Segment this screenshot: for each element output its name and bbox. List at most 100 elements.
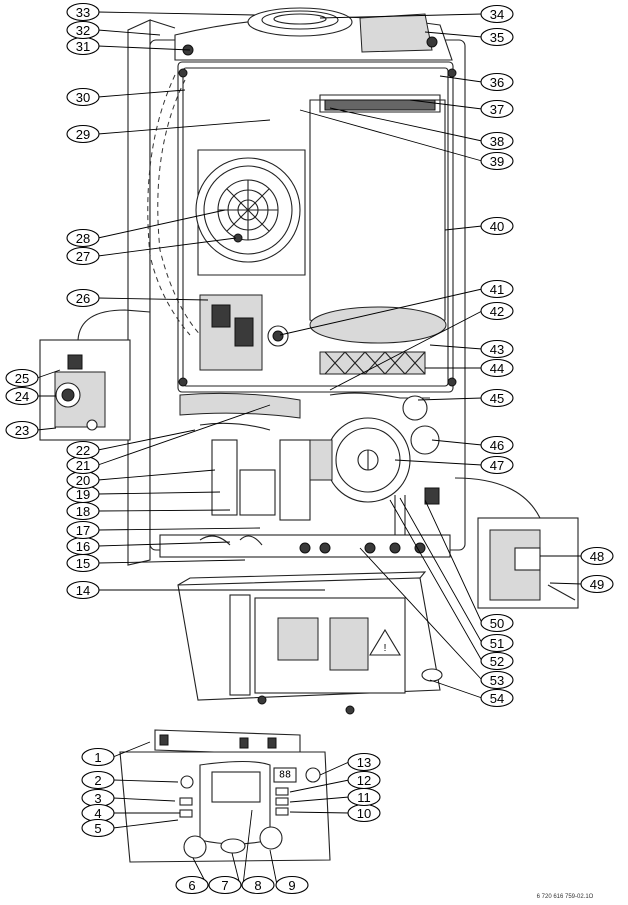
callout-53: 53 — [480, 670, 514, 690]
callout-5: 5 — [81, 818, 115, 838]
leader-line-20 — [97, 469, 216, 481]
leader-line-52 — [389, 499, 483, 662]
leader-line-23 — [36, 427, 57, 431]
callout-number: 11 — [357, 790, 371, 805]
callout-number: 30 — [76, 90, 90, 105]
temperature-knob-left[interactable] — [183, 835, 207, 859]
callout-27: 27 — [66, 246, 100, 266]
leader-line-30 — [97, 89, 186, 98]
leader-line-9 — [269, 849, 278, 886]
callout-8: 8 — [241, 875, 275, 895]
leader-lines — [36, 11, 583, 886]
callout-17: 17 — [66, 520, 100, 540]
leader-line-12 — [289, 779, 350, 793]
leader-line-16 — [97, 541, 231, 547]
callout-number: 10 — [357, 806, 371, 821]
callout-number: 47 — [490, 458, 504, 473]
leader-line-43 — [429, 344, 483, 350]
leader-line-29 — [97, 119, 271, 135]
callout-13: 13 — [347, 752, 381, 772]
callout-number: 53 — [490, 673, 504, 688]
leader-line-17 — [97, 527, 261, 531]
panel-button-right-1[interactable] — [275, 787, 289, 796]
callout-number: 15 — [76, 556, 90, 571]
panel-button-right-2[interactable] — [275, 797, 289, 806]
callout-4: 4 — [81, 803, 115, 823]
callout-number: 37 — [490, 102, 504, 117]
callout-number: 21 — [76, 458, 90, 473]
callout-number: 35 — [490, 30, 504, 45]
gas-valve — [199, 294, 289, 371]
callout-52: 52 — [480, 651, 514, 671]
panel-button-left-1[interactable] — [179, 797, 193, 806]
leader-line-2 — [112, 779, 179, 783]
callout-18: 18 — [66, 501, 100, 521]
callout-number: 33 — [76, 5, 90, 20]
callout-45: 45 — [480, 388, 514, 408]
callout-31: 31 — [66, 36, 100, 56]
leader-line-38 — [329, 107, 483, 142]
callout-number: 3 — [94, 791, 101, 806]
callout-number: 40 — [490, 219, 504, 234]
callout-number: 48 — [590, 549, 604, 564]
inset-valve-detail — [454, 477, 579, 609]
callout-40: 40 — [480, 216, 514, 236]
leader-line-27 — [97, 237, 237, 257]
callout-15: 15 — [66, 553, 100, 573]
callout-number: 42 — [490, 304, 504, 319]
callout-23: 23 — [5, 420, 39, 440]
callout-number: 34 — [490, 7, 504, 22]
callout-44: 44 — [480, 358, 514, 378]
callout-50: 50 — [480, 613, 514, 633]
callout-30: 30 — [66, 87, 100, 107]
callout-number: 8 — [254, 878, 261, 893]
callout-number: 28 — [76, 231, 90, 246]
leader-line-35 — [424, 31, 483, 38]
heat-exchanger — [309, 94, 447, 344]
callout-number: 5 — [94, 821, 101, 836]
leader-line-53 — [359, 547, 483, 681]
leader-line-54 — [429, 679, 483, 699]
leader-line-19 — [97, 491, 221, 495]
callout-number: 24 — [15, 389, 29, 404]
bottom-connections — [159, 534, 451, 558]
callout-number: 52 — [490, 654, 504, 669]
reset-button[interactable] — [220, 838, 246, 854]
callout-6: 6 — [175, 875, 209, 895]
callout-number: 1 — [94, 750, 101, 765]
callout-number: 23 — [15, 423, 29, 438]
callout-11: 11 — [347, 787, 381, 807]
leader-line-45 — [417, 397, 483, 401]
panel-button-left-2[interactable] — [179, 809, 193, 818]
fan-assembly — [195, 149, 306, 276]
callout-number: 50 — [490, 616, 504, 631]
leader-line-8 — [242, 809, 253, 886]
leader-line-7 — [231, 852, 241, 886]
callout-1: 1 — [81, 747, 115, 767]
callout-7: 7 — [208, 875, 242, 895]
leader-line-5 — [112, 819, 179, 829]
callout-number: 41 — [490, 282, 504, 297]
callout-24: 24 — [5, 386, 39, 406]
callout-38: 38 — [480, 131, 514, 151]
leader-line-49 — [549, 582, 583, 585]
panel-button-right-3[interactable] — [275, 807, 289, 816]
callout-number: 9 — [288, 878, 295, 893]
hydraulic-block — [179, 392, 440, 535]
callout-number: 13 — [357, 755, 371, 770]
callout-number: 29 — [76, 127, 90, 142]
callout-number: 2 — [94, 773, 101, 788]
temperature-knob-right[interactable] — [259, 826, 283, 850]
leader-line-33 — [97, 11, 256, 16]
callout-number: 44 — [490, 361, 504, 376]
leader-line-25 — [36, 369, 61, 379]
callout-number: 4 — [94, 806, 101, 821]
callout-number: 27 — [76, 249, 90, 264]
callout-26: 26 — [66, 288, 100, 308]
leader-line-3 — [112, 797, 176, 802]
callout-9: 9 — [275, 875, 309, 895]
callout-34: 34 — [480, 4, 514, 24]
callout-number: 36 — [490, 75, 504, 90]
callout-36: 36 — [480, 72, 514, 92]
